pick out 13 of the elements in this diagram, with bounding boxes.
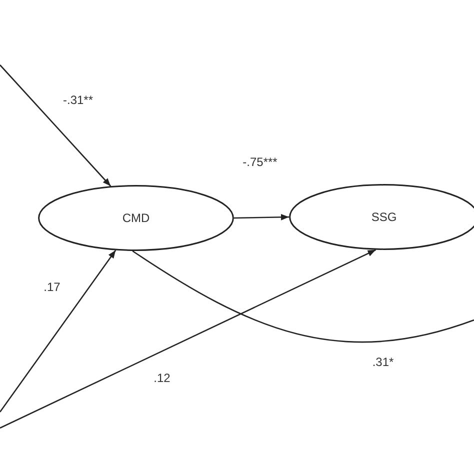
- node-label: CMD: [122, 211, 150, 225]
- arrow: [0, 249, 376, 429]
- node-label: SSG: [371, 210, 397, 224]
- edge-label: .17: [42, 280, 62, 294]
- edge-label: .31*: [371, 355, 395, 369]
- arrow: [234, 214, 290, 220]
- ellipse-node: [38, 185, 234, 251]
- connector-line: [132, 250, 474, 342]
- edge-label: -.75***: [242, 155, 278, 169]
- edge-label: .12: [152, 371, 172, 385]
- arrow: [0, 250, 116, 412]
- edge-label: -.31**: [62, 93, 94, 107]
- arrow: [0, 64, 112, 187]
